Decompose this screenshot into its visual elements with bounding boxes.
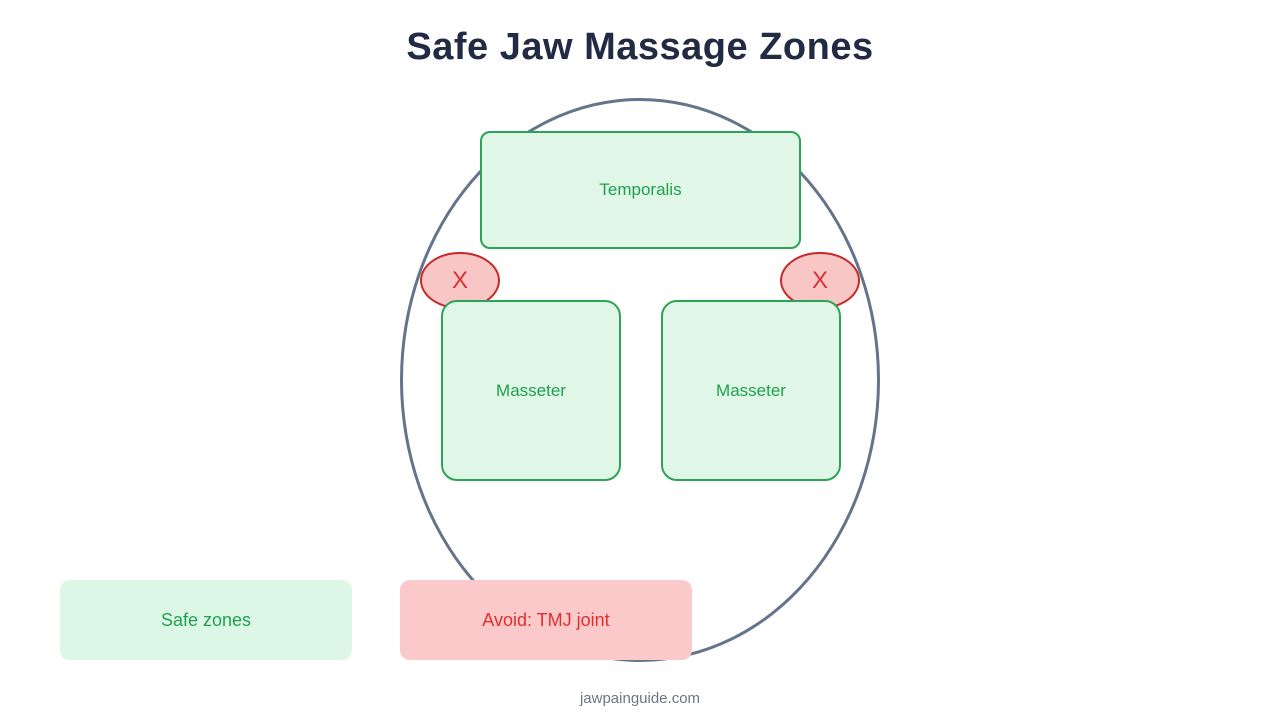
zone-masseter-right-label: Masseter — [716, 380, 786, 400]
page-title: Safe Jaw Massage Zones — [406, 26, 874, 68]
zone-temporalis-label: Temporalis — [599, 180, 682, 199]
legend-safe-zones: Safe zones — [60, 580, 352, 660]
footer-site-credit: jawpainguide.com — [579, 690, 701, 707]
legend-safe-zones-label: Safe zones — [160, 609, 252, 630]
zone-masseter-right: Masseter — [661, 300, 841, 481]
zone-masseter-left: Masseter — [441, 300, 621, 481]
legend-avoid-tmj: Avoid: TMJ joint — [400, 580, 692, 660]
zone-masseter-left-label: Masseter — [496, 380, 566, 400]
face-outline-ellipse — [400, 98, 880, 662]
x-mark-icon: X — [451, 266, 468, 294]
legend-avoid-tmj-label: Avoid: TMJ joint — [482, 609, 610, 630]
x-mark-icon: X — [811, 266, 828, 294]
zone-temporalis: Temporalis — [480, 131, 801, 249]
